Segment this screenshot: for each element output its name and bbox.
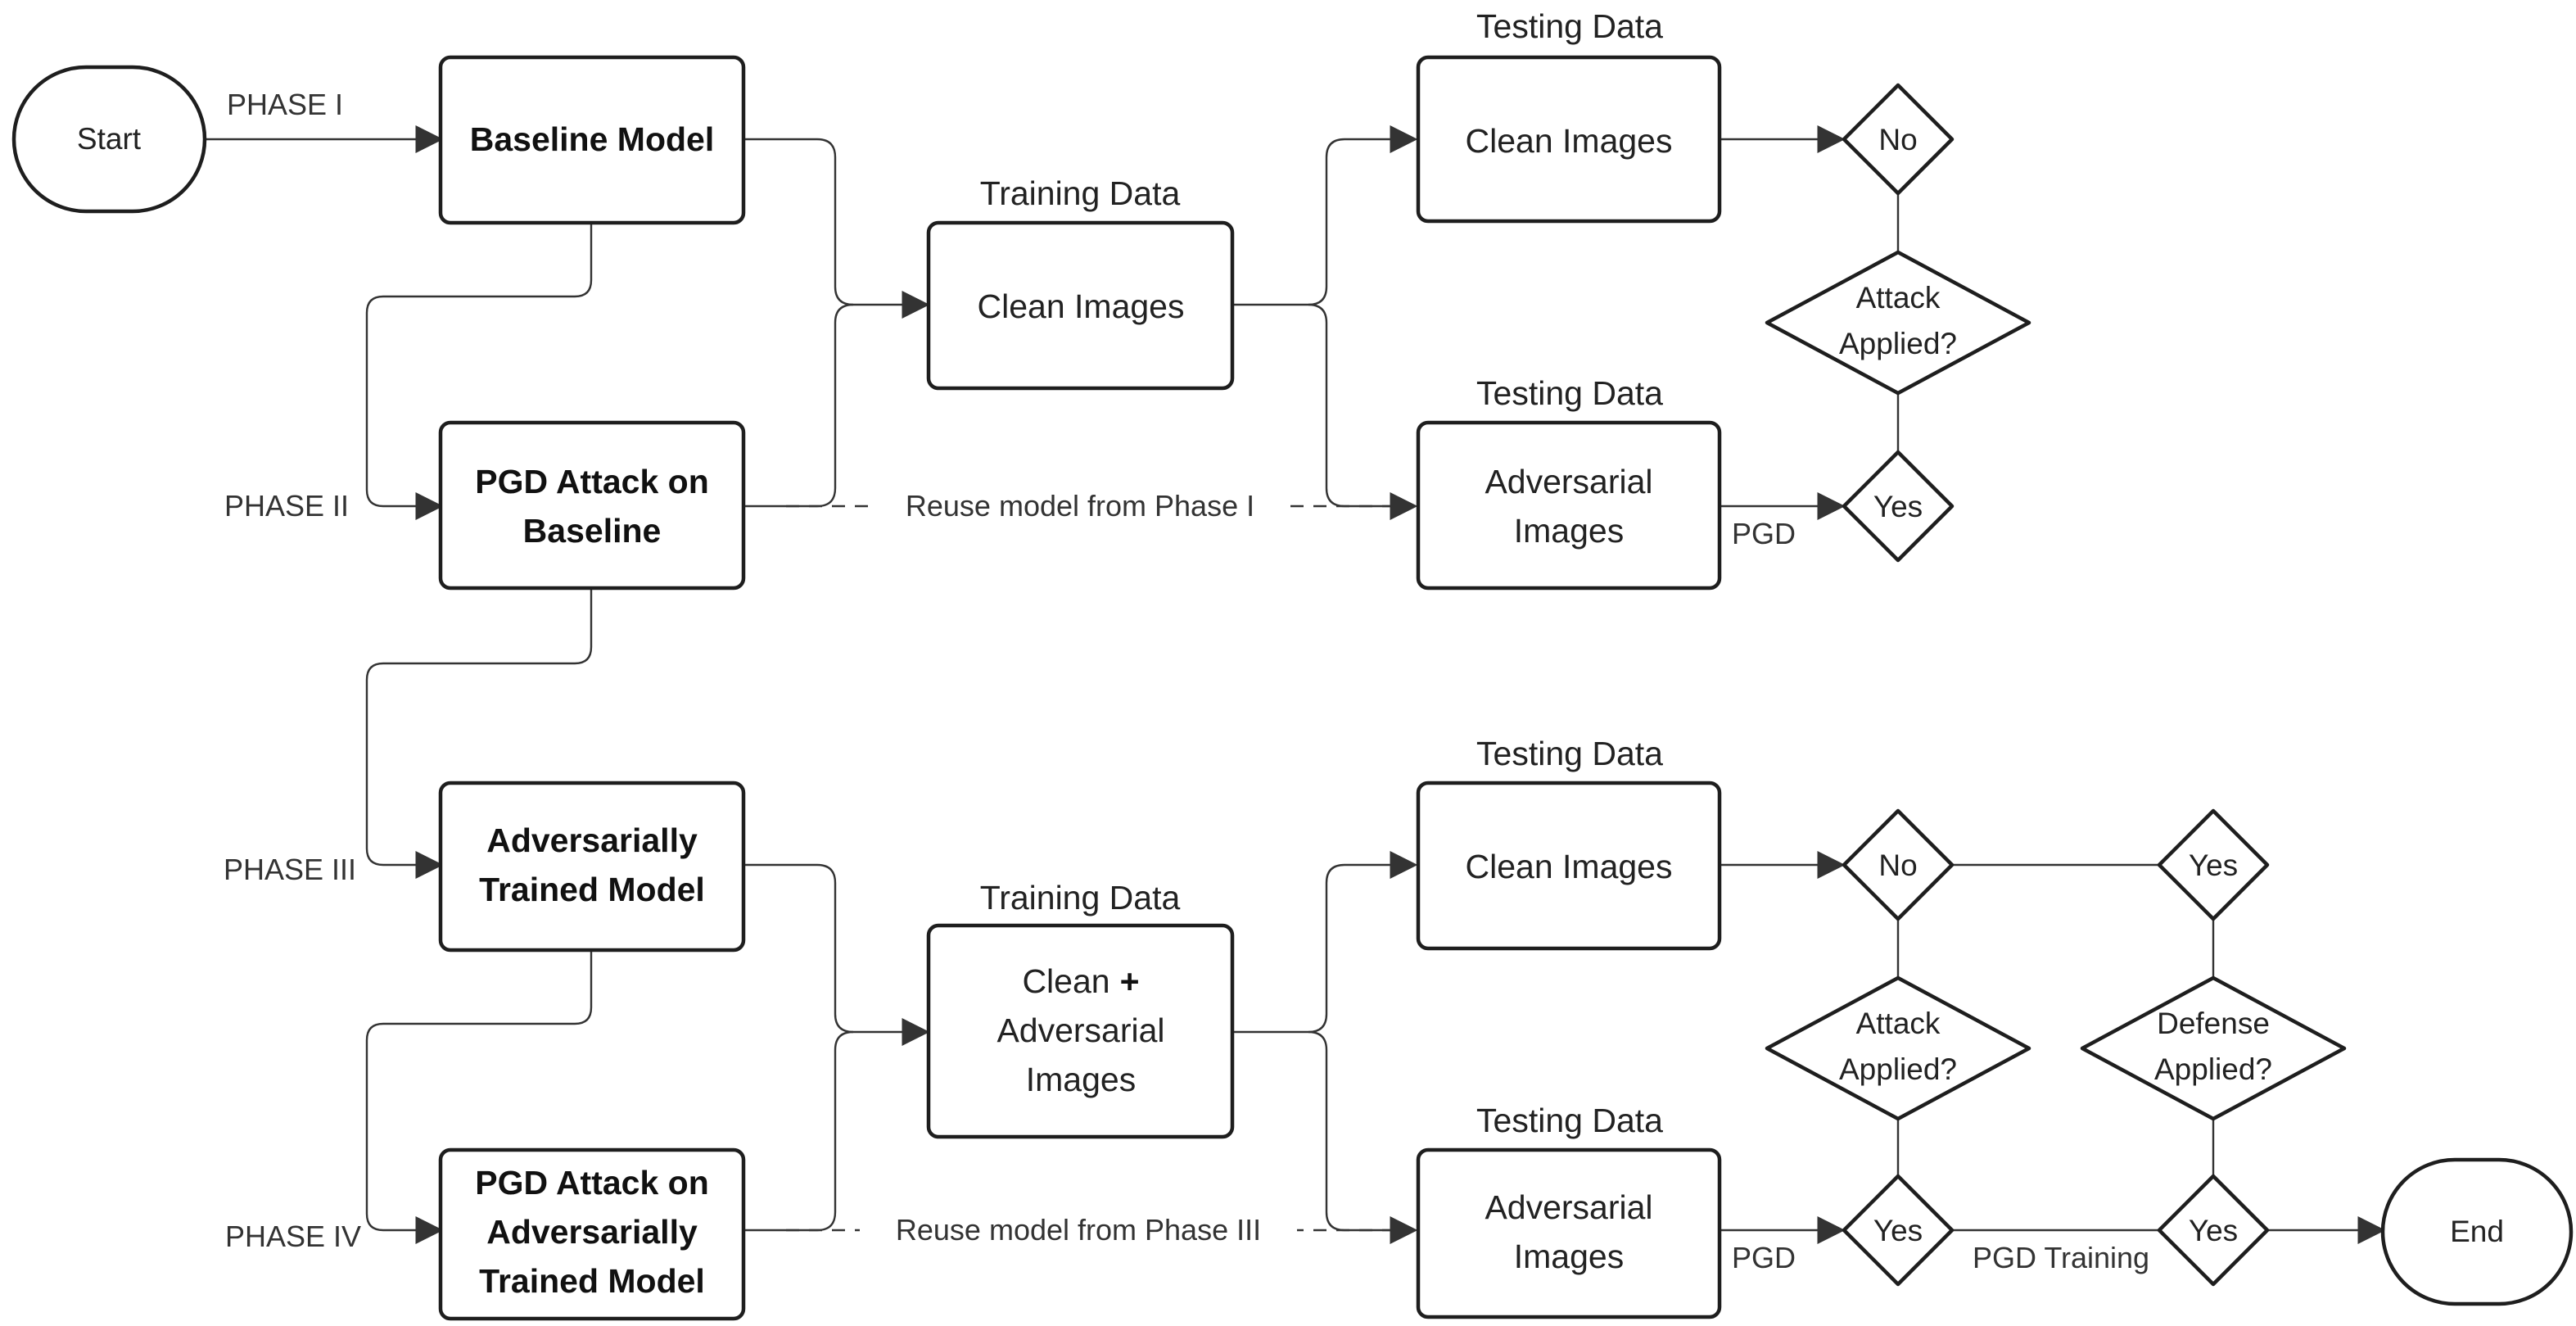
decision-no-1-label: No (1878, 123, 1917, 156)
pgd-attack-baseline-line-2: Baseline (523, 512, 662, 550)
decision-yes-1-label: Yes (1873, 490, 1923, 523)
testing-adv-box-2: Adversarial Images (1416, 1147, 1722, 1319)
adv-trained-model-line-2: Trained Model (479, 871, 705, 908)
decision-yes-defense-bottom-label: Yes (2189, 1214, 2238, 1247)
edge-training2-to-test-adv (1308, 1030, 1418, 1244)
end-label: End (2450, 1215, 2504, 1248)
decision-no-1: No (1842, 83, 1955, 196)
testing-clean-box-1: Clean Images (1416, 55, 1722, 224)
attack-applied-1-line-2: Applied? (1839, 327, 1957, 360)
edge-adv-trained-to-pgd-attack-adv (365, 950, 593, 1244)
baseline-model-label: Baseline Model (470, 120, 714, 158)
testing-adv-1-line-2: Images (1514, 512, 1624, 550)
training-clean-adv-line-2: Adversarial (997, 1011, 1164, 1049)
adv-trained-model-box: Adversarially Trained Model (438, 781, 746, 953)
start-terminal: Start (11, 65, 207, 214)
testing-data-header-4: Testing Data (1476, 1102, 1663, 1139)
decision-attack-applied-1: Attack Applied? (1765, 250, 2031, 396)
reuse-phase1-label: Reuse model from Phase I (906, 489, 1254, 523)
attack-applied-2-line-1: Attack (1856, 1007, 1941, 1040)
baseline-model-box: Baseline Model (438, 55, 746, 225)
attack-applied-1-line-1: Attack (1856, 281, 1941, 315)
reuse-phase3-label: Reuse model from Phase III (896, 1213, 1261, 1247)
edge-baseline-to-pgd-attack (365, 223, 593, 520)
testing-clean-label-1: Clean Images (1466, 122, 1673, 160)
edge-training-to-test-clean (1232, 125, 1418, 306)
edge-training-to-test-adv (1308, 303, 1418, 520)
training-clean-adv-box: Clean + Adversarial Images (926, 923, 1235, 1139)
edge-baseline-to-training (743, 138, 930, 319)
decision-no-2: No (1842, 808, 1955, 921)
testing-adv-2-line-1: Adversarial (1485, 1188, 1652, 1226)
edge-pgd-attack-adv-to-training (743, 1030, 854, 1232)
pgd-attack-adv-line-3: Trained Model (479, 1262, 705, 1300)
reuse-phase1-label-bg (874, 487, 1286, 524)
end-terminal: End (2380, 1157, 2574, 1306)
edge-labels: PHASE I PHASE II PHASE III PHASE IV Reus… (224, 88, 2149, 1274)
decision-yes-defense-top: Yes (2157, 808, 2270, 921)
training-clean-adv-line-1: Clean + (1022, 962, 1139, 1000)
phase-1-label: PHASE I (227, 88, 343, 121)
adv-trained-model-line-1: Adversarially (486, 821, 698, 859)
pgd-label-2: PGD (1732, 1241, 1796, 1274)
testing-adv-1-line-1: Adversarial (1485, 463, 1652, 500)
testing-data-header-2: Testing Data (1476, 374, 1663, 412)
clean-word: Clean (1022, 962, 1109, 1000)
training-data-header-2: Training Data (980, 879, 1181, 916)
reuse-phase3-label-bg (860, 1211, 1297, 1248)
edge-pgd-attack-to-adv-trained (365, 588, 593, 879)
defense-applied-line-2: Applied? (2154, 1052, 2272, 1086)
plus-sign: + (1120, 962, 1140, 1000)
training-clean-label: Clean Images (978, 287, 1185, 325)
pgd-attack-baseline-line-1: PGD Attack on (475, 463, 709, 500)
testing-clean-box-2: Clean Images (1416, 781, 1722, 951)
training-data-header-1: Training Data (980, 174, 1181, 212)
training-clean-box: Clean Images (926, 220, 1235, 391)
decision-yes-1: Yes (1842, 450, 1955, 563)
edge-training2-to-test-clean (1232, 851, 1418, 1034)
decision-yes-2: Yes (1842, 1174, 1955, 1287)
edge-pgd-attack-to-training (743, 303, 854, 508)
testing-clean-label-2: Clean Images (1466, 848, 1673, 885)
start-label: Start (77, 122, 142, 156)
testing-data-header-3: Testing Data (1476, 735, 1663, 772)
attack-applied-2-line-2: Applied? (1839, 1052, 1957, 1086)
phase-3-label: PHASE III (224, 853, 356, 886)
decision-yes-2-label: Yes (1873, 1214, 1923, 1247)
pgd-label-1: PGD (1732, 517, 1796, 550)
testing-adv-box-1: Adversarial Images (1416, 420, 1722, 591)
decision-attack-applied-2: Attack Applied? (1765, 975, 2031, 1121)
decision-no-2-label: No (1878, 849, 1917, 882)
phase-2-label: PHASE II (224, 489, 349, 523)
defense-applied-line-1: Defense (2157, 1007, 2270, 1040)
decision-yes-defense-bottom: Yes (2157, 1174, 2270, 1287)
pgd-attack-adv-line-1: PGD Attack on (475, 1164, 709, 1202)
testing-adv-2-line-2: Images (1514, 1238, 1624, 1275)
phase-4-label: PHASE IV (225, 1220, 361, 1253)
decision-defense-applied: Defense Applied? (2080, 975, 2347, 1121)
decision-yes-defense-top-label: Yes (2189, 849, 2238, 882)
pgd-attack-baseline-box: PGD Attack on Baseline (438, 420, 746, 591)
edge-adv-trained-to-training (743, 863, 930, 1046)
pgd-training-label: PGD Training (1973, 1241, 2149, 1274)
pgd-attack-adv-line-2: Adversarially (486, 1213, 698, 1251)
training-clean-adv-line-3: Images (1026, 1061, 1136, 1098)
testing-data-header-1: Testing Data (1476, 7, 1663, 45)
connectors (205, 125, 2386, 1244)
pgd-attack-adv-box: PGD Attack on Adversarially Trained Mode… (438, 1147, 746, 1321)
